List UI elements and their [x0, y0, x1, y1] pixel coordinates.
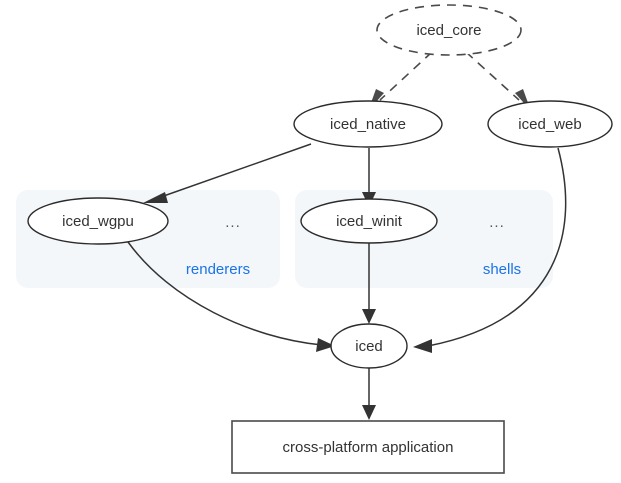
node-iced-label: iced	[355, 338, 383, 355]
node-iced-winit[interactable]: iced_winit	[300, 198, 438, 244]
node-iced[interactable]: iced	[330, 323, 408, 369]
node-iced-wgpu-label: iced_wgpu	[62, 213, 134, 230]
edge-iced-to-application	[362, 366, 376, 420]
cluster-shells-label: shells	[483, 261, 521, 278]
cluster-renderers-ellipsis: ...	[225, 214, 241, 231]
edge-iced-web-to-iced	[413, 147, 567, 353]
cluster-renderers-label: renderers	[186, 261, 250, 278]
node-iced-wgpu[interactable]: iced_wgpu	[27, 197, 169, 245]
edge-iced-winit-to-iced	[362, 241, 376, 324]
cluster-shells-ellipsis: ...	[489, 214, 505, 231]
node-application[interactable]: cross-platform application	[231, 420, 505, 474]
node-iced-native[interactable]: iced_native	[293, 100, 443, 148]
edge-iced-core-to-iced-web	[465, 51, 531, 111]
edge-iced-wgpu-to-iced	[127, 241, 335, 352]
node-application-label: cross-platform application	[283, 439, 454, 456]
edge-iced-native-to-iced-wgpu	[143, 143, 312, 203]
node-iced-web-label: iced_web	[518, 116, 581, 133]
node-iced-native-label: iced_native	[330, 116, 406, 133]
node-iced-core-label: iced_core	[416, 22, 481, 39]
node-iced-web[interactable]: iced_web	[487, 100, 613, 148]
node-iced-winit-label: iced_winit	[336, 213, 403, 230]
node-iced-core[interactable]: iced_core	[376, 4, 522, 56]
